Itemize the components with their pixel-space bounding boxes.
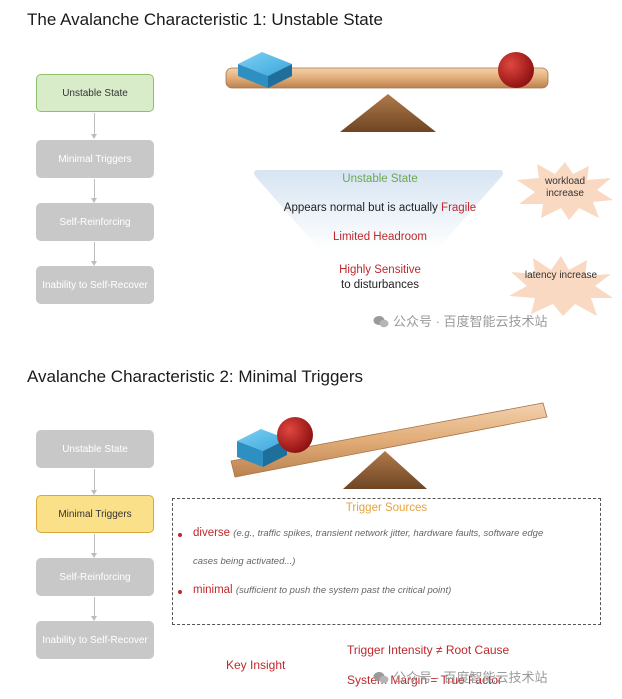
flow-arrow — [91, 469, 97, 495]
flow-box-inability-to-self-recover: Inability to Self-Recover — [36, 621, 154, 659]
flow-box-inability-to-self-recover: Inability to Self-Recover — [36, 266, 154, 304]
flow-box-minimal-triggers: Minimal Triggers — [36, 140, 154, 178]
trigger-item-diverse: diverse (e.g., traffic spikes, transient… — [193, 527, 544, 539]
bullet-icon — [178, 590, 182, 594]
flow-box-self-reinforcing: Self-Reinforcing — [36, 203, 154, 241]
latency-increase-label: latency increase — [524, 270, 598, 281]
flow-arrow — [91, 242, 97, 266]
trigger-sources-heading: Trigger Sources — [345, 502, 428, 514]
flow-arrow — [91, 534, 97, 558]
key-insight-label: Key Insight — [226, 658, 286, 672]
balanced-seesaw-illustration — [225, 52, 549, 132]
trigger-sources-box — [172, 498, 601, 625]
bullet-icon — [178, 533, 182, 537]
triangle-line-headroom: Limited Headroom — [333, 231, 427, 243]
flow-arrow — [91, 179, 97, 203]
wechat-icon — [373, 316, 389, 328]
wechat-icon — [373, 672, 389, 684]
section2-title: Avalanche Characteristic 2: Minimal Trig… — [27, 367, 364, 386]
triangle-line-fragile: Appears normal but is actually Fragile — [283, 202, 477, 214]
flow-arrow — [91, 113, 97, 139]
flow-box-minimal-triggers: Minimal Triggers — [36, 495, 154, 533]
flow-arrow — [91, 597, 97, 621]
flow-box-unstable-state: Unstable State — [36, 74, 154, 112]
triangle-heading: Unstable State — [342, 173, 418, 185]
watermark: 公众号 · 百度智能云技术站 — [373, 311, 548, 330]
triangle-line-sensitive: Highly Sensitive — [339, 264, 421, 276]
unstable-state-inverted-triangle — [254, 170, 503, 316]
watermark: 公众号 · 百度智能云技术站 — [373, 667, 548, 686]
key-insight-line-1: Trigger Intensity ≠ Root Cause — [347, 643, 510, 657]
flow-box-unstable-state: Unstable State — [36, 430, 154, 468]
tilted-seesaw-illustration — [230, 402, 548, 489]
latency-increase-burst-shape — [509, 256, 613, 316]
workload-increase-label: workload increase — [544, 176, 586, 199]
triangle-line-disturbances: to disturbances — [341, 279, 419, 291]
section1-title: The Avalanche Characteristic 1: Unstable… — [27, 10, 383, 29]
flow-box-self-reinforcing: Self-Reinforcing — [36, 558, 154, 596]
workload-increase-burst-shape — [517, 162, 613, 220]
trigger-item-minimal: minimal (sufficient to push the system p… — [193, 584, 452, 596]
trigger-item-diverse-continued: cases being activated...) — [193, 556, 296, 567]
